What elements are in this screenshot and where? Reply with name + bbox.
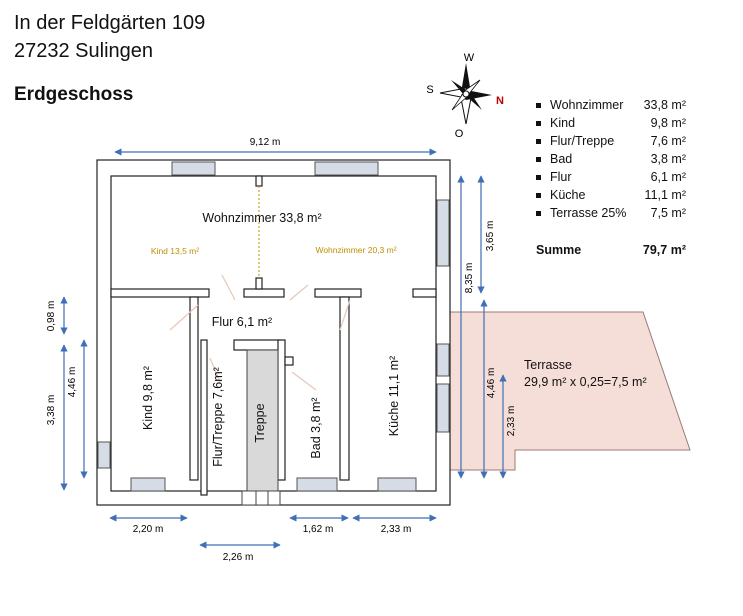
dim-left-small: 0,98 m	[46, 301, 57, 332]
room-label-flur-treppe: Flur/Treppe 7,6m²	[211, 367, 225, 467]
dim-right-total: 8,35 m	[464, 263, 475, 294]
interior-walls	[110, 175, 437, 496]
terrace-calc: 29,9 m² x 0,25=7,5 m²	[524, 375, 647, 389]
room-label-bad: Bad 3,8 m²	[309, 397, 323, 458]
dim-right-upper: 3,65 m	[485, 221, 496, 252]
dim-bottom-kind: 2,20 m	[133, 524, 164, 535]
dim-bottom-kueche: 2,33 m	[381, 524, 412, 535]
door-swings	[169, 274, 351, 391]
room-label-kind-sub: Kind 13,5 m²	[151, 246, 199, 256]
dim-right-lower: 4,46 m	[486, 368, 497, 399]
compass-label-n: N	[496, 95, 504, 107]
dim-bottom-flur: 2,26 m	[223, 552, 254, 563]
windows	[97, 161, 450, 492]
room-label-treppe: Treppe	[253, 403, 267, 442]
room-label-kueche: Küche 11,1 m²	[387, 356, 401, 436]
compass-rose-icon	[439, 63, 492, 125]
room-label-wohnzimmer: Wohnzimmer 33,8 m²	[202, 211, 321, 225]
room-label-wohn-sub: Wohnzimmer 20,3 m²	[315, 245, 396, 255]
stair	[246, 349, 279, 494]
stair-base	[241, 490, 281, 506]
floor-title: Erdgeschoss	[14, 84, 134, 105]
dim-left-mid: 4,46 m	[67, 367, 78, 398]
dim-terrace-depth: 2,33 m	[506, 406, 517, 437]
sum-value: 79,7 m²	[642, 243, 686, 257]
legend-item: Terrasse 25%7,5 m²	[536, 204, 686, 222]
dim-top-width: 9,12 m	[250, 137, 281, 148]
dim-bottom-bad: 1,62 m	[303, 524, 334, 535]
address-street: In der Feldgärten 109	[14, 12, 206, 34]
terrace-title: Terrasse	[524, 358, 572, 372]
room-label-kind: Kind 9,8 m²	[141, 366, 155, 430]
sum-label: Summe	[536, 243, 582, 257]
compass-label-w: W	[464, 52, 475, 64]
dim-left-low: 3,38 m	[46, 395, 57, 426]
area-sum: Summe 79,7 m²	[536, 243, 686, 257]
address-city: 27232 Sulingen	[14, 40, 154, 62]
compass-label-o: O	[455, 128, 464, 140]
dimension-lines	[60, 148, 507, 549]
compass-label-s: S	[426, 84, 433, 96]
room-label-flur: Flur 6,1 m²	[212, 315, 272, 329]
